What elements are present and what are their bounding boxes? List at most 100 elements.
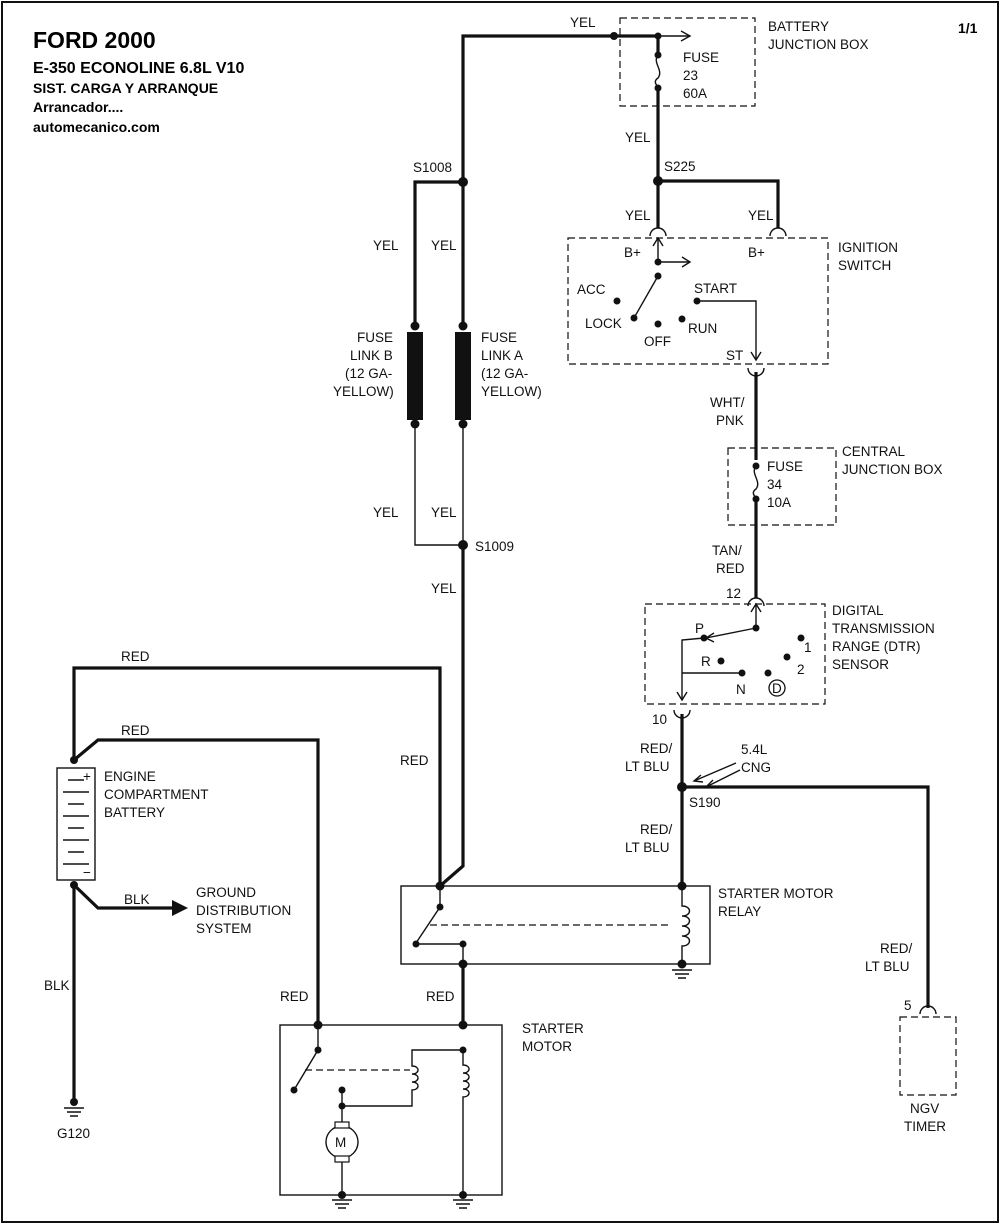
ign-bplus-label-2: B+ bbox=[748, 245, 765, 260]
fuse-link-a-label: FUSE bbox=[481, 330, 517, 345]
fuse-link-b-label-2: LINK B bbox=[350, 348, 393, 363]
fuse-link-b-label-3: (12 GA- bbox=[345, 366, 392, 381]
wire-label-blk-1: BLK bbox=[124, 892, 150, 907]
relay-outline bbox=[400, 885, 711, 965]
wire-label-wht-pnk: WHT/ bbox=[710, 395, 745, 410]
wire-label-red-relay: RED bbox=[400, 753, 429, 768]
wire-label-red-ltblu-a-2: LT BLU bbox=[625, 759, 670, 774]
ngv-pin5-connector bbox=[919, 1005, 937, 1015]
central-junction-box: FUSE 34 10A CENTRAL JUNCTION BOX bbox=[727, 444, 943, 526]
wire-label-red-1: RED bbox=[121, 649, 150, 664]
battery-label: ENGINE bbox=[104, 769, 156, 784]
starter-pull-in-coil bbox=[342, 1049, 463, 1107]
battery-cells bbox=[63, 779, 89, 865]
fuse-link-a bbox=[455, 332, 471, 420]
fuse-link-b bbox=[407, 332, 423, 420]
fuse-link-a-label-3: (12 GA- bbox=[481, 366, 528, 381]
dtr-sensor-outline bbox=[644, 603, 826, 705]
battery-minus-label: − bbox=[83, 865, 91, 880]
ground-arrow-icon bbox=[172, 900, 188, 916]
ngv-timer-label: NGV bbox=[910, 1101, 939, 1116]
wire-label-yel-ign2: YEL bbox=[748, 208, 774, 223]
system-name: SIST. CARGA Y ARRANQUE bbox=[33, 80, 218, 96]
starter-ground-icon bbox=[332, 1199, 352, 1209]
fuse-23-label: FUSE bbox=[683, 50, 719, 65]
engine-compartment-battery: + − ENGINE COMPARTMENT BATTERY bbox=[56, 767, 209, 881]
wire-label-yel-link-a: YEL bbox=[431, 238, 457, 253]
battery-junction-box: BATTERY JUNCTION BOX FUSE 23 60A YEL YEL bbox=[461, 15, 869, 185]
subsystem-name: Arrancador.... bbox=[33, 99, 123, 115]
wire-label-red-ltblu-ngv-2: LT BLU bbox=[865, 959, 910, 974]
wire-label-yel-link-b: YEL bbox=[373, 238, 399, 253]
relay-label-2: RELAY bbox=[718, 904, 761, 919]
starter-motor-m-label: M bbox=[335, 1135, 346, 1150]
relay-ground-icon bbox=[672, 969, 692, 979]
starter-solenoid-contact bbox=[293, 1025, 319, 1091]
dtr-d-label: D bbox=[772, 681, 782, 696]
wire-label-yel-top: YEL bbox=[570, 15, 596, 30]
cng-label-2: CNG bbox=[741, 760, 771, 775]
central-junction-box-label-2: JUNCTION BOX bbox=[842, 462, 943, 477]
vehicle-model: E-350 ECONOLINE 6.8L V10 bbox=[33, 60, 244, 77]
dtr-p-label: P bbox=[695, 621, 704, 636]
starter-motor: M STARTER MOTOR bbox=[279, 1020, 584, 1209]
wire-label-yel-link-a-out: YEL bbox=[431, 505, 457, 520]
ground-g120-label: G120 bbox=[57, 1126, 90, 1141]
relay-contact bbox=[415, 886, 441, 944]
wire-label-red-ltblu-a: RED/ bbox=[640, 741, 673, 756]
fuse-link-a-label-2: LINK A bbox=[481, 348, 523, 363]
ign-lock-label: LOCK bbox=[585, 316, 622, 331]
wire-label-red-ltblu-ngv: RED/ bbox=[880, 941, 913, 956]
wire-label-yel-bjb: YEL bbox=[625, 130, 651, 145]
ground-distribution-label: GROUND bbox=[196, 885, 256, 900]
fuse-34-rating: 10A bbox=[767, 495, 791, 510]
splice-s1009-label: S1009 bbox=[475, 539, 514, 554]
ign-run-label: RUN bbox=[688, 321, 717, 336]
ign-off-label: OFF bbox=[644, 334, 671, 349]
fuse-link-b-label: FUSE bbox=[357, 330, 393, 345]
battery-label-2: COMPARTMENT bbox=[104, 787, 209, 802]
wire-label-red-relay-out: RED bbox=[426, 989, 455, 1004]
wire-label-yel-link-b-out: YEL bbox=[373, 505, 399, 520]
wire-label-red-starter: RED bbox=[280, 989, 309, 1004]
splice-s190-label: S190 bbox=[689, 795, 721, 810]
dtr-n-label: N bbox=[736, 682, 746, 697]
ignition-switch: B+ B+ ACC LOCK OFF RUN START ST IGNITION… bbox=[567, 236, 898, 365]
central-junction-box-label: CENTRAL bbox=[842, 444, 906, 459]
splice-s1008-label: S1008 bbox=[413, 160, 452, 175]
battery-plus-label: + bbox=[83, 769, 91, 784]
ignition-switch-label: IGNITION bbox=[838, 240, 898, 255]
ign-start-label: START bbox=[694, 281, 737, 296]
ignition-switch-label-2: SWITCH bbox=[838, 258, 891, 273]
starter-outline bbox=[279, 1024, 503, 1196]
ign-st-label: ST bbox=[726, 348, 743, 363]
fuse-34-symbol bbox=[752, 465, 759, 500]
splice-s225-label: S225 bbox=[664, 159, 696, 174]
dtr-r-label: R bbox=[701, 654, 711, 669]
dtr-2-label: 2 bbox=[797, 662, 805, 677]
battery-junction-box-label-2: JUNCTION BOX bbox=[768, 37, 869, 52]
ground-g120-icon bbox=[64, 1107, 84, 1117]
dtr-sensor-label-3: RANGE (DTR) bbox=[832, 639, 921, 654]
starter-hold-in-coil bbox=[462, 1050, 470, 1195]
starter-label-2: MOTOR bbox=[522, 1039, 572, 1054]
ngv-timer-label-2: TIMER bbox=[904, 1119, 946, 1134]
battery-junction-box-label: BATTERY bbox=[768, 19, 829, 34]
dtr-sensor-label-2: TRANSMISSION bbox=[832, 621, 935, 636]
fuse-23-symbol bbox=[654, 54, 661, 89]
battery-outline bbox=[56, 767, 96, 881]
battery-junction-box-outline bbox=[619, 17, 756, 107]
ground-distribution-label-3: SYSTEM bbox=[196, 921, 252, 936]
relay-coil bbox=[681, 886, 691, 964]
ign-switch-blade bbox=[633, 275, 659, 319]
starter-motor-relay: STARTER MOTOR RELAY bbox=[400, 881, 834, 979]
wire-label-blk-2: BLK bbox=[44, 978, 70, 993]
fuse-23-number: 23 bbox=[683, 68, 698, 83]
dtr-sensor-label-4: SENSOR bbox=[832, 657, 889, 672]
wire-label-red-ltblu-b-2: LT BLU bbox=[625, 840, 670, 855]
relay-label: STARTER MOTOR bbox=[718, 886, 834, 901]
dtr-pin10-label: 10 bbox=[652, 712, 667, 727]
dtr-sensor-label: DIGITAL bbox=[832, 603, 884, 618]
